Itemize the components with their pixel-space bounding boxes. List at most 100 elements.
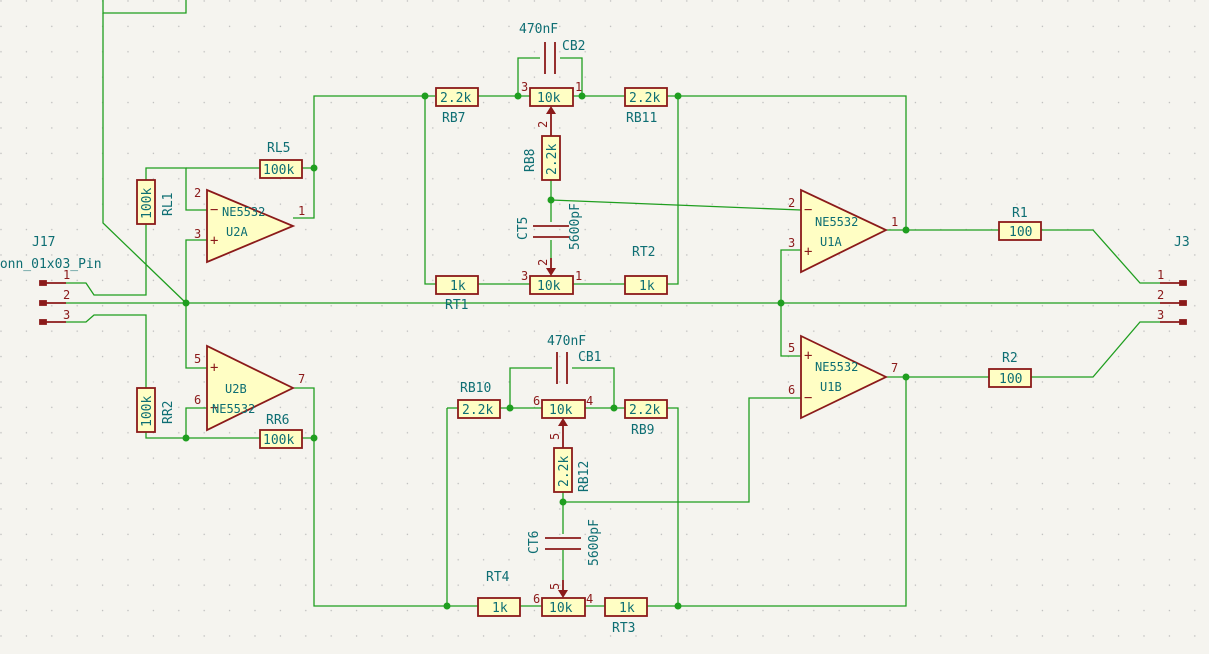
opamp-u2b[interactable]: + − U2B NE5532 5 6 7 — [194, 344, 305, 432]
ct6-value: 5600pF — [587, 519, 602, 566]
pot-top-value: 10k — [537, 91, 561, 106]
j17-pin-1: 1 — [63, 268, 70, 282]
rt3-ref: RT3 — [612, 621, 635, 636]
u1b-pin-plus: 5 — [788, 341, 795, 355]
junction-dot — [559, 498, 567, 506]
opamp-u1b[interactable]: + − NE5532 U1B 5 6 7 — [788, 334, 898, 420]
r1-ref: R1 — [1012, 206, 1028, 221]
junction-dot — [578, 92, 586, 100]
junction-dot — [182, 434, 190, 442]
opamp-u1a[interactable]: − + NE5532 U1A 2 3 1 — [788, 188, 898, 274]
rt4-pin-b: 4 — [586, 592, 593, 606]
resistor-r2[interactable]: 100 R2 — [988, 351, 1032, 388]
u1a-plus-sign: + — [804, 244, 812, 260]
junction-dot — [443, 602, 451, 610]
u1a-minus-sign: − — [804, 202, 812, 218]
u1b-ref: U1B — [820, 380, 842, 394]
pot-lower-wiper-arrow — [558, 418, 568, 426]
resistor-rl1[interactable]: 100k RL1 — [136, 179, 176, 225]
u1b-minus-sign: − — [804, 390, 812, 406]
resistor-rt1-fixed[interactable]: 1k — [435, 275, 479, 295]
junction-dot — [514, 92, 522, 100]
r1-value: 100 — [1009, 225, 1032, 240]
ct5-value: 5600pF — [568, 203, 583, 250]
potentiometer-lower[interactable]: 10k 6 4 5 — [533, 394, 593, 448]
rt1-wiper-arrow — [546, 268, 556, 276]
junction-dot — [547, 196, 555, 204]
capacitor-ct5[interactable]: 5600pF CT5 — [516, 203, 583, 250]
pot-lower-pin-a: 6 — [533, 394, 540, 408]
junction-dot — [777, 299, 785, 307]
junction-dot — [506, 404, 514, 412]
rt1-pin-a: 3 — [521, 269, 528, 283]
resistor-rb11[interactable]: 2.2k RB11 — [624, 87, 668, 126]
cb1-value: 470nF — [547, 334, 586, 349]
rb12-ref: RB12 — [577, 461, 592, 492]
resistor-rb10[interactable]: 2.2k RB10 — [457, 381, 501, 419]
resistor-r1[interactable]: 100 R1 — [998, 206, 1042, 241]
rb11-ref: RB11 — [626, 111, 657, 126]
potentiometer-rt4[interactable]: 10k 6 4 5 RT4 — [486, 570, 593, 617]
cb2-ref: CB2 — [562, 39, 585, 54]
u1b-pin-minus: 6 — [788, 383, 795, 397]
pot-top-pin-a: 3 — [521, 80, 528, 94]
junctions — [182, 92, 910, 610]
u2a-ref: U2A — [226, 225, 248, 239]
u2b-pin-minus: 6 — [194, 393, 201, 407]
opamp-u2a[interactable]: − + NE5532 U2A 2 3 1 — [194, 186, 305, 264]
connector-j17[interactable]: J17 Conn_01x03_Pin 1 2 3 — [0, 235, 102, 325]
rt2-ref: RT2 — [632, 245, 655, 260]
pot-top-wiper-arrow — [546, 106, 556, 114]
pot-top-pin-b: 1 — [575, 80, 582, 94]
rt4-pin-a: 6 — [533, 592, 540, 606]
u1a-ref: U1A — [820, 235, 842, 249]
u2a-pin-minus: 2 — [194, 186, 201, 200]
resistor-rt4-fixed[interactable]: 1k — [477, 597, 521, 617]
rt4-fixed-value: 1k — [492, 601, 508, 616]
capacitor-cb2[interactable]: 470nF CB2 — [519, 22, 585, 74]
resistor-rr2[interactable]: 100k RR2 — [136, 387, 176, 433]
rr2-ref: RR2 — [161, 401, 176, 424]
u2b-plus-sign: + — [210, 360, 218, 376]
rr6-ref: RR6 — [266, 413, 289, 428]
potentiometer-rt1[interactable]: 10k 3 1 2 RT1 RT2 — [445, 245, 655, 313]
j17-pin-3: 3 — [63, 308, 70, 322]
capacitor-ct6[interactable]: 5600pF CT6 — [527, 519, 602, 566]
junction-dot — [674, 602, 682, 610]
u1b-value: NE5532 — [815, 360, 858, 374]
rb8-value: 2.2k — [545, 144, 560, 175]
capacitor-cb1[interactable]: 470nF CB1 — [547, 334, 601, 384]
u2b-value: NE5532 — [212, 402, 255, 416]
connector-j3[interactable]: J3 1 2 3 — [1157, 235, 1190, 325]
u2b-pin-out: 7 — [298, 372, 305, 386]
rt1-pot-value: 10k — [537, 279, 561, 294]
resistor-rl5[interactable]: 100k RL5 — [259, 141, 303, 179]
rl1-ref: RL1 — [161, 193, 176, 216]
j3-ref: J3 — [1174, 235, 1190, 250]
rt4-pot-value: 10k — [549, 601, 573, 616]
u1a-value: NE5532 — [815, 215, 858, 229]
junction-dot — [421, 92, 429, 100]
rb10-value: 2.2k — [462, 403, 493, 418]
rb10-ref: RB10 — [460, 381, 491, 396]
rr6-value: 100k — [263, 433, 294, 448]
resistor-rb12[interactable]: 2.2k RB12 — [553, 447, 592, 493]
u2b-minus-sign: − — [210, 400, 218, 416]
j3-pin-1: 1 — [1157, 268, 1164, 282]
resistor-rb8[interactable]: 2.2k RB8 — [523, 135, 561, 181]
resistor-rr6[interactable]: 100k RR6 — [259, 413, 303, 449]
rb7-ref: RB7 — [442, 111, 465, 126]
resistor-rb9[interactable]: 2.2k RB9 — [624, 399, 668, 438]
resistor-rt3-fixed[interactable]: 1k RT3 — [604, 597, 648, 636]
resistor-rb7[interactable]: 2.2k RB7 — [435, 87, 479, 126]
u1a-pin-out: 1 — [891, 215, 898, 229]
u1a-pin-plus: 3 — [788, 236, 795, 250]
resistor-rt2-fixed[interactable]: 1k — [624, 275, 668, 295]
junction-dot — [902, 226, 910, 234]
j17-pin-2: 2 — [63, 288, 70, 302]
rb9-value: 2.2k — [629, 403, 660, 418]
rt4-wiper-arrow — [558, 590, 568, 598]
junction-dot — [902, 373, 910, 381]
potentiometer-top[interactable]: 10k 3 1 2 — [521, 80, 582, 136]
u1b-plus-sign: + — [804, 348, 812, 364]
